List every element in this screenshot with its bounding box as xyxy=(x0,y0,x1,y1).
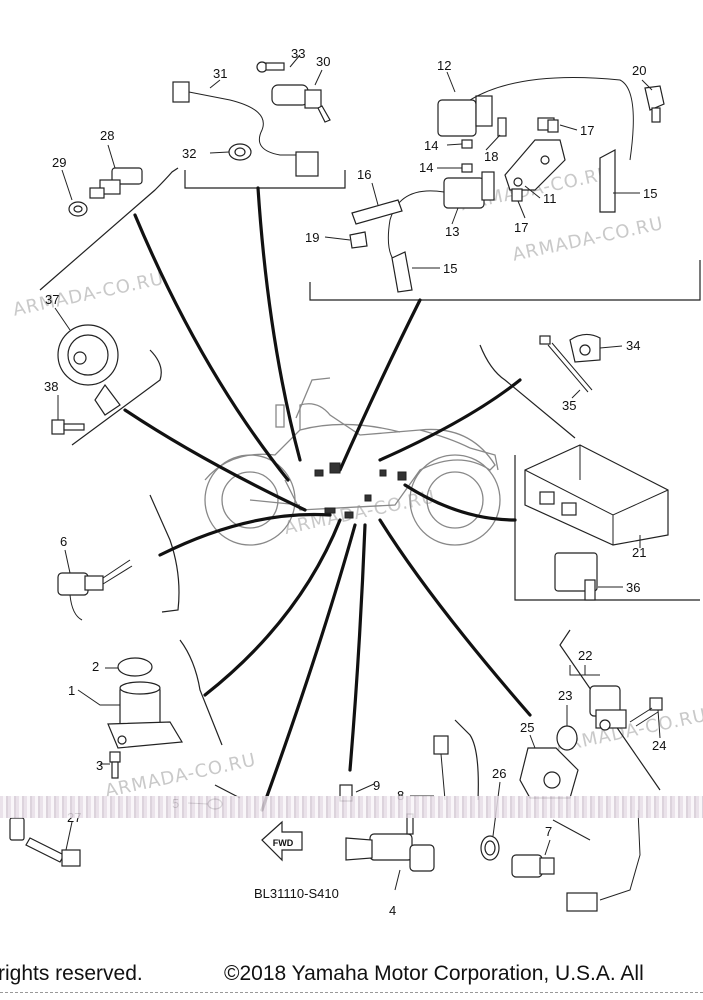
callout-37: 37 xyxy=(45,292,59,307)
callout-17: 17 xyxy=(514,220,528,235)
callout-29: 29 xyxy=(52,155,66,170)
watermark: ARMADA-CO.RU xyxy=(103,749,258,802)
callout-12: 12 xyxy=(437,58,451,73)
callout-9: 9 xyxy=(373,778,380,793)
part-36-relay xyxy=(554,552,598,601)
part-21-ecu xyxy=(524,444,669,546)
part-8-hose xyxy=(433,735,449,801)
watermark: ARMADA-CO.RU xyxy=(554,705,703,758)
group-brackets xyxy=(39,167,701,801)
callout-13: 13 xyxy=(445,224,459,239)
part-25-sensor xyxy=(519,747,579,799)
bike-connectors xyxy=(314,462,407,519)
callout-16: 16 xyxy=(357,167,371,182)
callout-25: 25 xyxy=(520,720,534,735)
callout-35: 35 xyxy=(562,398,576,413)
part-2-oring xyxy=(117,657,153,677)
fwd-label: FWD xyxy=(273,838,294,848)
callout-34: 34 xyxy=(626,338,640,353)
callout-30: 30 xyxy=(316,54,330,69)
callout-4: 4 xyxy=(389,903,396,918)
part-23-oring xyxy=(556,725,578,751)
part-7-sensor xyxy=(511,809,641,912)
part-19-clip xyxy=(349,231,368,249)
footer-copyright-text: ©2018 Yamaha Motor Corporation, U.S.A. A… xyxy=(224,962,644,985)
callout-3: 3 xyxy=(96,758,103,773)
callout-38: 38 xyxy=(44,379,58,394)
part-27-bolt xyxy=(9,817,81,867)
callout-15: 15 xyxy=(643,186,657,201)
callout-23: 23 xyxy=(558,688,572,703)
part-30-sensor xyxy=(271,84,331,123)
callout-6: 6 xyxy=(60,534,67,549)
watermark: ARMADA-CO.RU xyxy=(511,213,666,266)
part-35-tie xyxy=(539,335,593,393)
callout-2: 2 xyxy=(92,659,99,674)
part-4-solenoid xyxy=(345,813,435,872)
part-26-gasket xyxy=(480,835,500,861)
part-34-bracket xyxy=(569,333,601,363)
part-20-clip xyxy=(644,85,665,123)
part-1-sensor xyxy=(107,681,184,749)
part-32-clamp xyxy=(228,143,252,161)
callout-11: 11 xyxy=(543,191,557,206)
callout-8: 8 xyxy=(397,788,404,803)
callout-14: 14 xyxy=(424,138,438,153)
motorcycle-silhouette xyxy=(204,377,501,546)
torn-edge-divider xyxy=(0,796,703,818)
callout-32: 32 xyxy=(182,146,196,161)
watermark: ARMADA-CO.RU xyxy=(11,268,166,321)
drawing-code: BL31110-S410 xyxy=(254,886,339,901)
callout-19: 19 xyxy=(305,230,319,245)
part-12-coil xyxy=(437,77,634,161)
part-31-lead xyxy=(172,81,319,177)
callout-20: 20 xyxy=(632,63,646,78)
callout-numbers: 1 2 3 4 5 6 7 8 9 11 12 13 14 14 15 15 1… xyxy=(44,46,666,918)
callout-31: 31 xyxy=(213,66,227,81)
part-16-tube xyxy=(351,199,403,225)
callout-36: 36 xyxy=(626,580,640,595)
part-38-bolt xyxy=(51,419,85,435)
fwd-arrow-icon: FWD xyxy=(261,820,303,862)
callout-22: 22 xyxy=(578,648,592,663)
leader-lines xyxy=(123,186,532,812)
watermark: ARMADA-CO.RU xyxy=(282,486,437,539)
part-37-horn xyxy=(57,324,121,416)
callout-28: 28 xyxy=(100,128,114,143)
part-15-cap xyxy=(391,149,616,293)
part-17-collar xyxy=(511,119,559,202)
callout-18: 18 xyxy=(484,149,498,164)
part-33-screw xyxy=(256,61,285,73)
part-24-bolt xyxy=(629,697,663,727)
part-28-switch xyxy=(89,167,143,199)
callout-7: 7 xyxy=(545,824,552,839)
part-22-sensor xyxy=(589,685,627,731)
part-3-bolt xyxy=(109,751,121,779)
callout-17: 17 xyxy=(580,123,594,138)
callout-24: 24 xyxy=(652,738,666,753)
callout-15: 15 xyxy=(443,261,457,276)
callout-21: 21 xyxy=(632,545,646,560)
callout-14: 14 xyxy=(419,160,433,175)
callout-1: 1 xyxy=(68,683,75,698)
footer-rights-text: rights reserved. xyxy=(0,962,143,985)
bottom-divider xyxy=(0,992,703,995)
part-6-sensor xyxy=(57,559,133,621)
callout-26: 26 xyxy=(492,766,506,781)
copyright-footer: rights reserved. ©2018 Yamaha Motor Corp… xyxy=(0,958,703,992)
callout-33: 33 xyxy=(291,46,305,61)
part-29-washer xyxy=(68,201,88,217)
part-13-coil xyxy=(387,171,495,263)
